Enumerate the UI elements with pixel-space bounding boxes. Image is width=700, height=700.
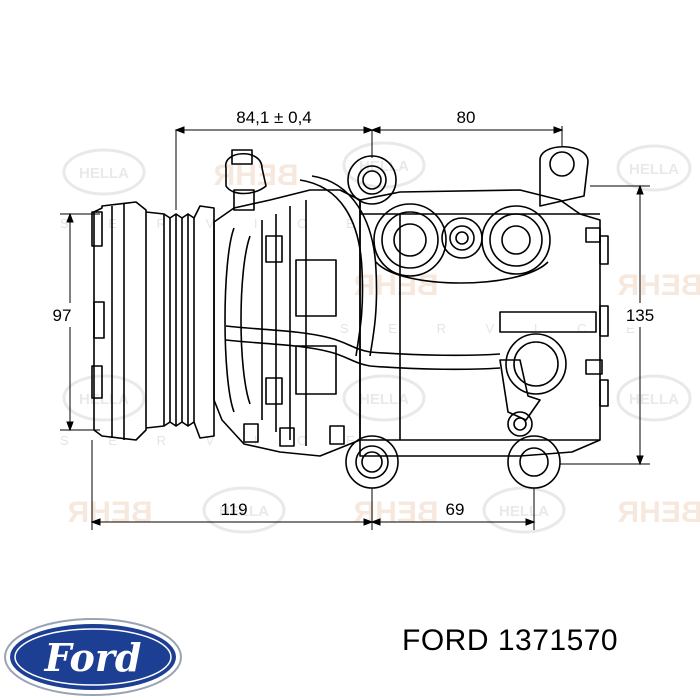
dimension-top-right: 80 xyxy=(457,108,476,127)
hella-watermark-2: HELLA xyxy=(342,141,426,189)
svg-text:HELLA: HELLA xyxy=(629,391,679,408)
clutch-tab-bottom xyxy=(91,365,103,399)
service-watermark-3: S E R V I C E xyxy=(60,433,373,448)
ford-logo: Ford xyxy=(4,618,182,696)
behr-watermark-6: BEHR xyxy=(617,496,700,529)
wire-harness xyxy=(225,325,501,357)
behr-watermark-4: BEHR xyxy=(67,496,152,529)
hella-watermark-1: HELLA xyxy=(62,148,146,196)
dimension-top-left: 84,1 ± 0,4 xyxy=(236,108,312,127)
dimension-right: 135 xyxy=(626,306,654,325)
mount-ear-bottom-right xyxy=(507,435,561,489)
dimension-left: 97 xyxy=(53,306,72,325)
svg-text:HELLA: HELLA xyxy=(219,503,269,520)
hella-watermark-3: HELLA xyxy=(616,144,692,192)
dimension-bottom-right: 69 xyxy=(446,500,465,519)
hella-watermark-7: HELLA xyxy=(202,486,286,534)
watermark-layer: HELLA HELLA HELLA HELLA HELLA HELLA HELL… xyxy=(60,141,700,534)
clutch-plate xyxy=(93,201,147,441)
svg-text:HELLA: HELLA xyxy=(359,391,409,408)
compressor-body xyxy=(359,189,601,457)
hella-watermark-4: HELLA xyxy=(62,374,146,422)
suction-port xyxy=(373,203,447,277)
discharge-port xyxy=(481,205,551,275)
service-watermark-2: S E R V I C E xyxy=(340,321,653,336)
ford-logo-text: Ford xyxy=(44,635,142,680)
control-valve xyxy=(499,333,567,437)
behr-watermark-1: BEHR xyxy=(213,159,298,192)
hella-watermark-8: HELLA xyxy=(482,486,566,534)
hella-watermark-6: HELLA xyxy=(616,374,692,422)
compressor-outline xyxy=(91,145,609,489)
svg-text:HELLA: HELLA xyxy=(629,161,679,178)
center-valve xyxy=(441,217,483,259)
svg-text:HELLA: HELLA xyxy=(79,165,129,182)
dimension-bottom-left: 119 xyxy=(220,500,247,519)
behr-watermark-3: BEHR xyxy=(617,269,700,302)
mount-ear-top-right xyxy=(539,145,589,207)
svg-text:HELLA: HELLA xyxy=(79,391,129,408)
part-caption: FORD 1371570 xyxy=(402,624,619,657)
service-watermark-1: S E R V I C E xyxy=(60,216,373,231)
clutch-tab-mid xyxy=(93,301,105,339)
clutch-tab-top xyxy=(91,211,103,247)
hella-watermark-5: HELLA xyxy=(342,374,426,422)
pulley xyxy=(145,205,215,439)
svg-text:HELLA: HELLA xyxy=(499,503,549,520)
